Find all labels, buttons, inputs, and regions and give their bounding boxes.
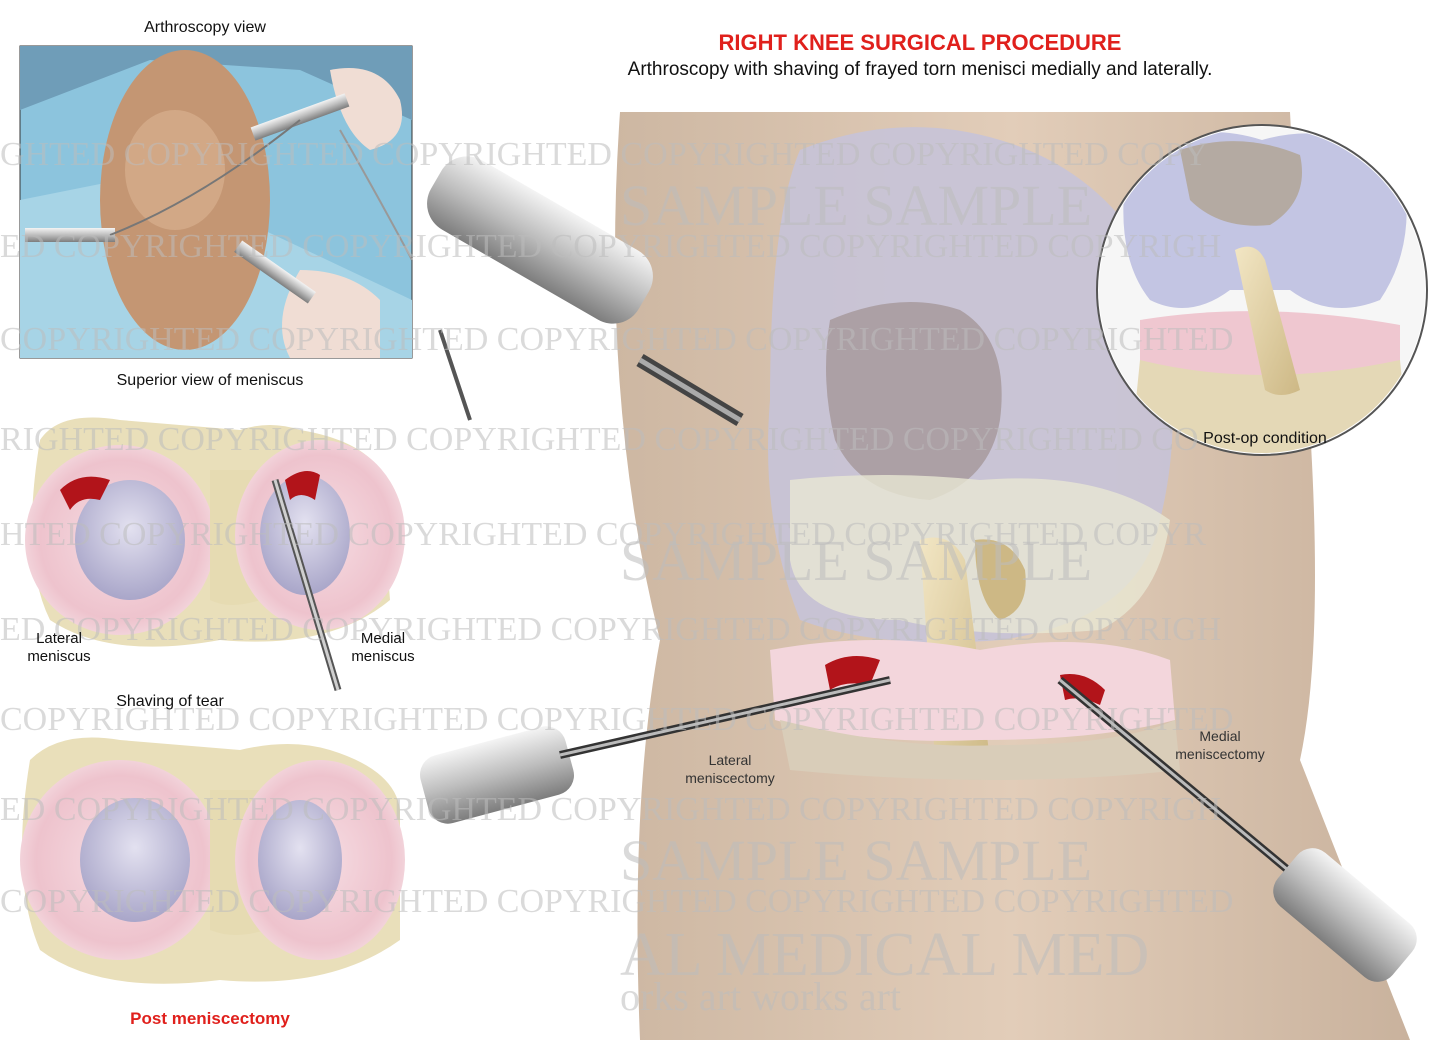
svg-text:AL MEDICAL MED: AL MEDICAL MED [620,921,1149,989]
medial-meniscectomy-label: Medial meniscectomy [1175,728,1265,762]
page-subtitle: Arthroscopy with shaving of frayed torn … [627,59,1213,80]
gloved-hand-top [330,68,402,150]
svg-text:COPYRIGHTED COPYRIGHTED COPY: COPYRIGHTED COPYRIGHTED COPYRIGHTED COPY… [0,701,1233,738]
page-title: RIGHT KNEE SURGICAL PROCEDURE [718,30,1122,55]
svg-text:ED COPYRIGHTED COPYRIGHTED: ED COPYRIGHTED COPYRIGHTED COPYRIGHTED C… [0,611,1221,648]
lateral-tear [60,476,110,510]
post-op-inset [1096,124,1428,456]
svg-text:SAMPLE SAMPLE: SAMPLE SAMPLE [620,173,1092,238]
shaving-of-tear-label: Shaving of tear [116,693,224,710]
post-meniscectomy-label: Post meniscectomy [130,1009,290,1028]
svg-text:GHTED COPYRIGHTED COPYRIGHTE: GHTED COPYRIGHTED COPYRIGHTED COPYRIGHTE… [0,136,1208,173]
post-meniscectomy-view [20,737,405,984]
medial-tear-main [1060,674,1105,705]
svg-text:ED COPYRIGHTED COPYRIGHTED: ED COPYRIGHTED COPYRIGHTED COPYRIGHTED C… [0,791,1221,828]
svg-text:ED COPYRIGHTED COPYRIGHTED: ED COPYRIGHTED COPYRIGHTED COPYRIGHTED C… [0,228,1221,265]
arthroscope-upper [427,156,744,427]
superior-view-meniscus [25,417,405,692]
svg-text:orks art works art: orks art works art [620,974,901,1019]
lateral-meniscectomy-label: Lateral meniscectomy [685,752,775,786]
svg-text:SAMPLE SAMPLE: SAMPLE SAMPLE [620,828,1092,893]
svg-text:COPYRIGHTED COPYRIGHTED COPY: COPYRIGHTED COPYRIGHTED COPYRIGHTED COPY… [0,321,1233,358]
shaver-medial [1057,676,1417,982]
post-op-condition-label: Post-op condition [1203,430,1327,447]
svg-text:COPYRIGHTED COPYRIGHTED COPY: COPYRIGHTED COPYRIGHTED COPYRIGHTED COPY… [0,883,1233,920]
svg-text:SAMPLE SAMPLE: SAMPLE SAMPLE [620,528,1092,593]
lateral-meniscus-label: Lateral meniscus [27,630,91,665]
medial-meniscus-label: Medial meniscus [351,630,415,665]
patella [826,302,1002,500]
superior-view-label: Superior view of meniscus [116,372,304,389]
arthroscopy-view-label: Arthroscopy view [144,19,266,36]
svg-text:HTED COPYRIGHTED COPYRIGHTED: HTED COPYRIGHTED COPYRIGHTED COPYRIGHTED… [0,516,1206,553]
watermark-layer: GHTED COPYRIGHTED COPYRIGHTED COPYRIGHTE… [0,136,1233,1019]
medial-tear [285,471,320,500]
shaver-lateral [419,676,891,824]
svg-text:RIGHTED COPYRIGHTED COPYRIGH: RIGHTED COPYRIGHTED COPYRIGHTED COPYRIGH… [0,421,1199,458]
arthroscopy-view-panel [19,45,413,359]
